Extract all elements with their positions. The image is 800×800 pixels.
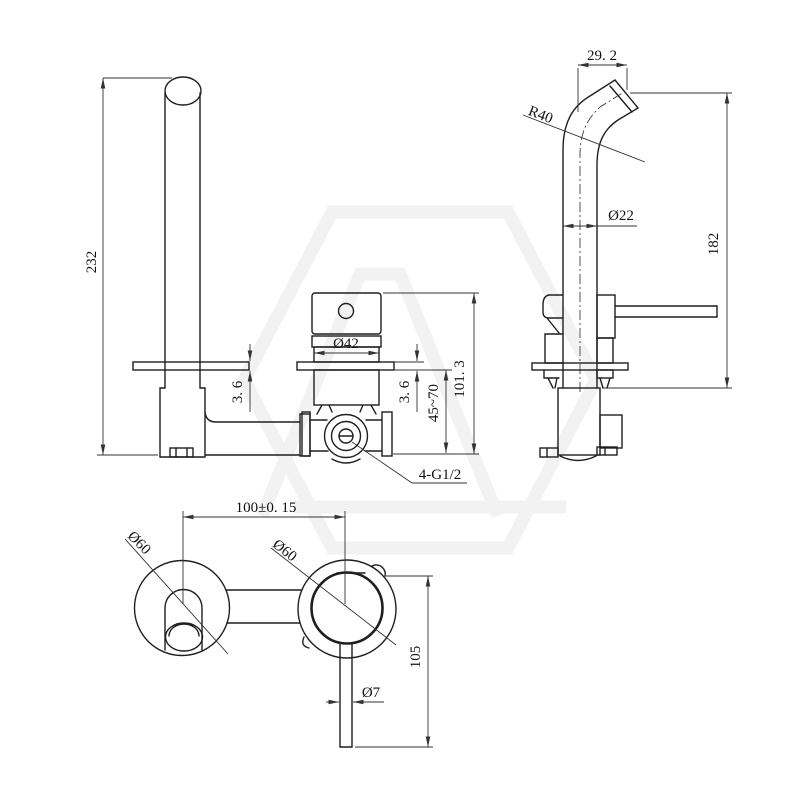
dim-handle-length-label: 105 [408, 646, 424, 669]
label-thread-callout: 4-G1/2 [351, 441, 467, 484]
dim-wall-depth-range-label: 45~70 [426, 384, 442, 422]
dim-mixer-plate-thickness: 3. 6 [394, 344, 452, 412]
dim-spout-plate-thickness-label: 3. 6 [230, 380, 246, 403]
spout-centerline [579, 91, 625, 392]
dim-handle-length: 105 [355, 575, 433, 748]
dim-spout-plate-thickness: 3. 6 [230, 344, 253, 412]
dim-mixer-overall-height: 101. 3 [383, 292, 479, 454]
dim-pipe-diameter-label: Ø22 [608, 208, 634, 224]
dim-bend-radius-label: R40 [526, 103, 555, 127]
dim-wall-depth-range: 45~70 [393, 370, 479, 455]
dim-side-height: 182 [602, 92, 732, 389]
view-spout-side: 29. 2 R40 Ø22 182 [522, 48, 732, 462]
dim-centre-distance: 100±0. 15 [182, 500, 346, 604]
bottom-plan-outline [133, 559, 397, 748]
view-mixer-front: Ø42 3. 6 45~70 101. 3 4-G1/2 [296, 292, 479, 484]
watermark-logo [236, 205, 604, 555]
label-thread-callout-text: 4-G1/2 [419, 467, 462, 483]
dim-spout-escutcheon-label: Ø60 [124, 528, 154, 558]
dim-mixer-body-diameter-label: Ø42 [333, 336, 359, 352]
dim-handle-rod-diameter: Ø7 [326, 685, 384, 705]
dim-mixer-plate-thickness-label: 3. 6 [397, 380, 413, 403]
dim-spout-reach: 29. 2 [577, 48, 628, 112]
dim-mixer-body-diameter: Ø42 [314, 336, 379, 356]
mixer-trim-ring [310, 571, 384, 645]
dim-handle-rod-diameter-label: Ø7 [362, 685, 381, 701]
dim-side-height-label: 182 [706, 233, 722, 256]
spout-side-outline [531, 79, 718, 462]
view-spout-front: 232 3. 6 [84, 76, 311, 458]
dim-spout-reach-label: 29. 2 [587, 48, 617, 64]
spout-front-outline [132, 76, 311, 458]
dim-centre-distance-label: 100±0. 15 [236, 500, 297, 516]
dim-pipe-diameter: Ø22 [563, 208, 637, 229]
dim-spout-height: 232 [84, 77, 172, 456]
dim-bend-radius: R40 [522, 103, 646, 163]
dim-spout-height-label: 232 [84, 251, 100, 274]
view-bottom-plan: 100±0. 15 Ø60 Ø60 105 Ø7 [124, 500, 433, 748]
dim-mixer-escutcheon-label: Ø60 [269, 537, 299, 566]
dim-mixer-overall-height-label: 101. 3 [452, 360, 468, 398]
mixer-front-outline [296, 292, 395, 464]
